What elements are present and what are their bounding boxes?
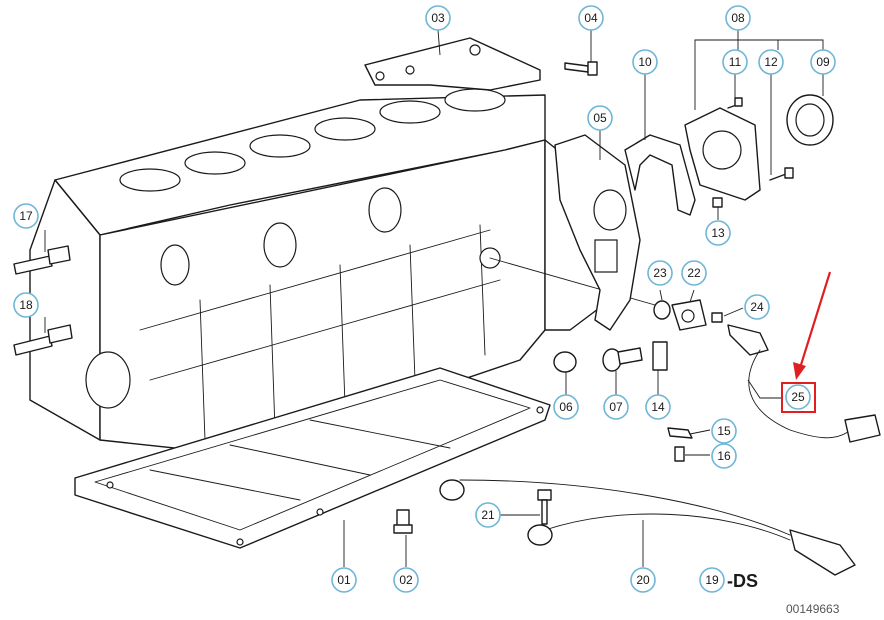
callout-19: 19 (699, 567, 725, 593)
callout-20: 20 (630, 567, 656, 593)
callout-01-label: 01 (337, 573, 351, 587)
highlight-box-25 (781, 382, 816, 413)
plug-06-drawing (553, 351, 577, 373)
clip-15-drawing (667, 427, 693, 439)
callout-18-label: 18 (19, 298, 33, 312)
oil-pan-drawing (74, 367, 551, 549)
callout-22-label: 22 (687, 266, 701, 280)
callout-19-label: 19 (705, 573, 719, 587)
callout-08: 08 (725, 5, 751, 31)
callout-23: 23 (647, 260, 673, 286)
sensor-22-drawing (671, 299, 707, 331)
callout-01: 01 (331, 567, 357, 593)
callout-06-label: 06 (559, 400, 573, 414)
small-screws-drawing (712, 97, 794, 208)
screw-16-drawing (674, 446, 685, 462)
seal-carrier-drawing (684, 107, 761, 201)
callout-25: 25 (785, 384, 811, 410)
callout-15-label: 15 (717, 424, 731, 438)
callout-12-label: 12 (764, 55, 778, 69)
bolt-21-drawing (537, 489, 552, 525)
highlight-arrow (793, 271, 832, 380)
callout-04: 04 (578, 5, 604, 31)
bolt-02-drawing (393, 509, 413, 534)
stud-18-drawing (13, 324, 73, 356)
plug-07-drawing (602, 347, 643, 372)
seal-23-drawing (653, 300, 671, 320)
harness-20-drawing (439, 479, 856, 576)
callout-09-label: 09 (816, 55, 830, 69)
rear-cover-drawing (554, 134, 641, 331)
callout-16: 16 (711, 443, 737, 469)
callout-24: 24 (744, 294, 770, 320)
callout-19-suffix: -DS (727, 571, 758, 591)
bracket-drawing (364, 37, 541, 91)
callout-14: 14 (645, 394, 671, 420)
callout-18: 18 (13, 292, 39, 318)
gasket-drawing (624, 134, 696, 216)
callout-10-label: 10 (638, 55, 652, 69)
callout-13-label: 13 (711, 226, 725, 240)
figure-id: 00149663 (786, 602, 840, 616)
callout-11-label: 11 (729, 55, 742, 69)
callout-20-label: 20 (636, 573, 650, 587)
sleeve-14-drawing (652, 341, 668, 371)
callout-02-label: 02 (399, 573, 413, 587)
callout-09: 09 (810, 49, 836, 75)
callout-02: 02 (393, 567, 419, 593)
callout-16-label: 16 (717, 449, 731, 463)
callout-21-label: 21 (481, 508, 495, 522)
callout-14-label: 14 (651, 400, 665, 414)
callout-12: 12 (758, 49, 784, 75)
callout-07: 07 (603, 394, 629, 420)
callout-23-label: 23 (653, 266, 667, 280)
callout-17-label: 17 (19, 209, 33, 223)
callout-05: 05 (587, 105, 613, 131)
callout-04-label: 04 (584, 11, 598, 25)
callout-11: 11 (722, 49, 748, 75)
callout-07-label: 07 (609, 400, 623, 414)
bolt-04-drawing (564, 61, 598, 76)
callout-15: 15 (711, 418, 737, 444)
callout-08-label: 08 (731, 11, 745, 25)
callout-17: 17 (13, 203, 39, 229)
callout-05-label: 05 (593, 111, 607, 125)
callout-06: 06 (553, 394, 579, 420)
callout-21: 21 (475, 502, 501, 528)
callout-03-label: 03 (431, 11, 445, 25)
callout-03: 03 (425, 5, 451, 31)
callout-10: 10 (632, 49, 658, 75)
callout-25-label: 25 (791, 390, 805, 404)
seal-ring-drawing (786, 94, 834, 146)
callout-24-label: 24 (750, 300, 764, 314)
stud-17-drawing (13, 245, 71, 275)
sensor-25-drawing (727, 324, 881, 443)
callout-22: 22 (681, 260, 707, 286)
callout-13: 13 (705, 220, 731, 246)
screw-24-drawing (711, 312, 723, 323)
leader-lines (44, 29, 824, 567)
